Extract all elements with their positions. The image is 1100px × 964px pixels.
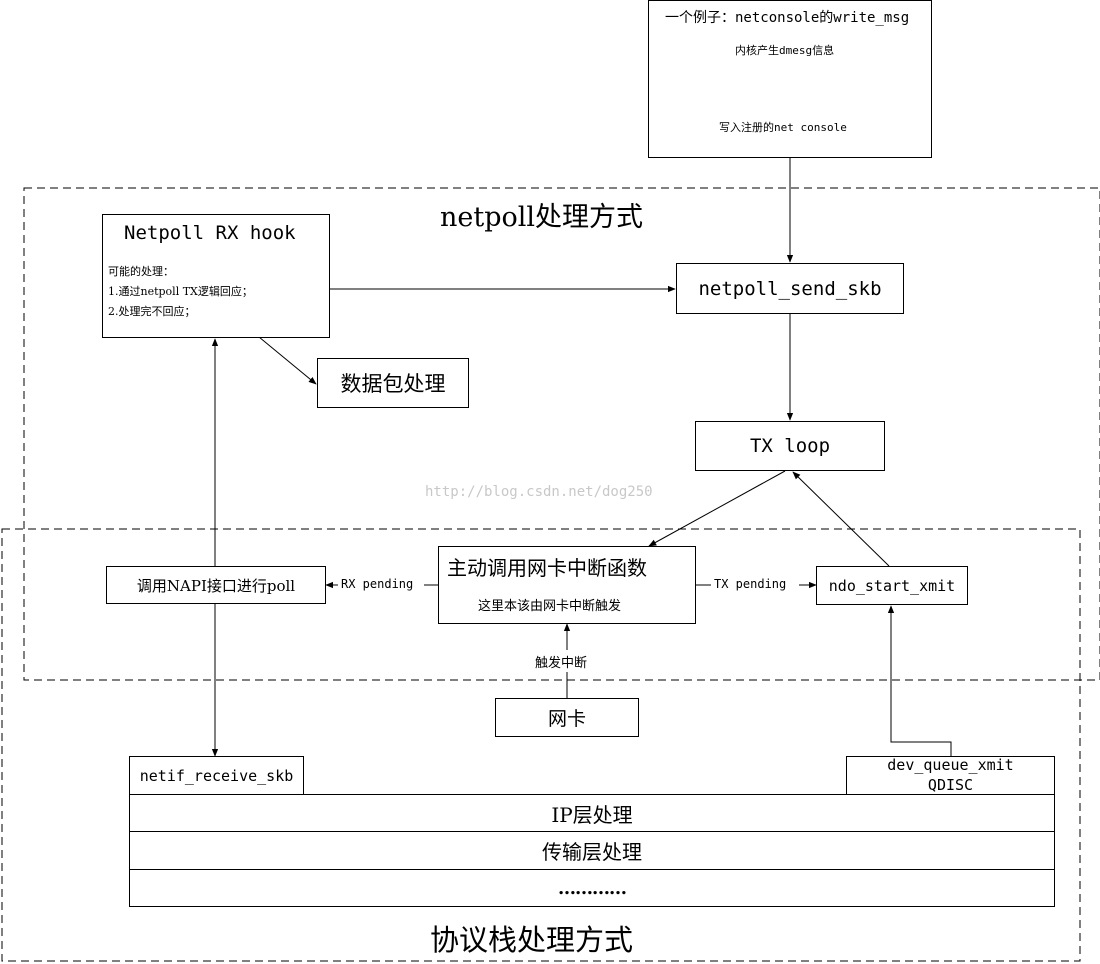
- rx-hook-item-2: 2.处理完不回应；: [108, 305, 196, 318]
- netpoll-region-border: [23, 187, 1100, 681]
- edge-label-rx-pending: RX pending: [341, 577, 414, 591]
- rx-hook-title: Netpoll RX hook: [124, 222, 296, 244]
- tx-loop-box: TX loop: [695, 421, 885, 471]
- ndo-start-xmit-box: ndo_start_xmit: [816, 566, 968, 605]
- example-title: 一个例子：netconsole的write_msg: [665, 10, 910, 26]
- example-line-dmesg: 内核产生dmesg信息: [735, 44, 835, 57]
- rx-hook-intro: 可能的处理：: [108, 265, 174, 278]
- arrow-devqueue-to-ndo: [887, 605, 952, 756]
- stack-region-border: [1, 528, 1081, 962]
- nic-box: 网卡: [495, 698, 639, 737]
- watermark: http://blog.csdn.net/dog250: [425, 484, 653, 500]
- dev-queue-xmit-box: dev_queue_xmit QDISC: [846, 756, 1055, 795]
- packet-processing-box: 数据包处理: [317, 358, 469, 408]
- dev-queue-xmit-label: dev_queue_xmit: [887, 756, 1014, 774]
- stack-region-title: 协议栈处理方式: [430, 923, 634, 957]
- arrow-ndo-to-txloop: [792, 471, 890, 567]
- napi-poll-box: 调用NAPI接口进行poll: [106, 566, 326, 604]
- active-irq-subtitle: 这里本该由网卡中断触发: [478, 599, 622, 614]
- example-line-netconsole: 写入注册的net console: [719, 121, 847, 134]
- more-layers-row: …………: [129, 869, 1055, 907]
- edge-label-tx-pending: TX pending: [714, 577, 787, 591]
- transport-layer-row: 传输层处理: [129, 831, 1055, 870]
- rx-hook-item-1: 1.通过netpoll TX逻辑回应；: [108, 285, 253, 298]
- send-skb-box: netpoll_send_skb: [676, 263, 904, 314]
- rx-hook-box: Netpoll RX hook 可能的处理： 1.通过netpoll TX逻辑回…: [102, 214, 330, 338]
- active-irq-box: 主动调用网卡中断函数 这里本该由网卡中断触发: [438, 546, 696, 624]
- arrow-txloop-to-irq: [648, 470, 786, 547]
- ip-layer-row: IP层处理: [129, 794, 1055, 832]
- qdisc-label: QDISC: [927, 776, 974, 794]
- edge-label-trigger-irq: 触发中断: [535, 656, 588, 671]
- netpoll-region-title: netpoll处理方式: [440, 202, 644, 233]
- netif-receive-skb-box: netif_receive_skb: [129, 756, 304, 795]
- example-box: 一个例子：netconsole的write_msg 内核产生dmesg信息 写入…: [648, 0, 932, 158]
- active-irq-title: 主动调用网卡中断函数: [447, 556, 647, 580]
